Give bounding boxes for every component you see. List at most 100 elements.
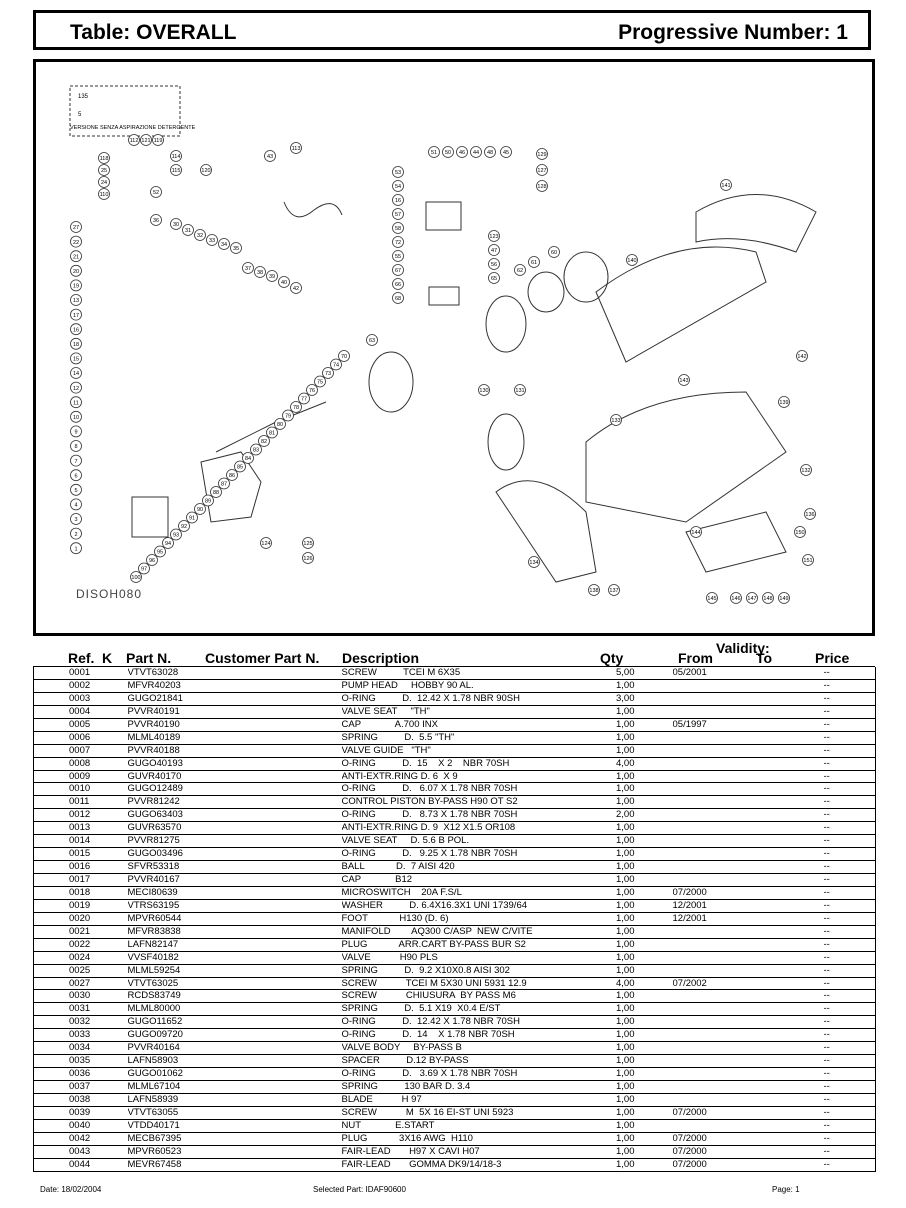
- manifold-shape: [131, 496, 169, 538]
- callout-number: 144: [691, 530, 700, 536]
- callout-balloon: [154, 545, 166, 558]
- cell-ref: 0011: [33, 795, 128, 810]
- callout-balloon: [266, 426, 278, 439]
- cell-ref: 0020: [33, 912, 128, 926]
- cell-qty: 5,00: [607, 667, 673, 680]
- callout-number: 140: [627, 258, 636, 264]
- callout-number: 130: [479, 388, 488, 394]
- cell-part-number: MPVR60523: [127, 1145, 342, 1159]
- callout-balloon: [366, 334, 378, 346]
- cell-ref: 0015: [33, 847, 128, 862]
- callout-number: 30: [173, 222, 179, 228]
- callout-number: 115: [172, 168, 181, 174]
- cell-from: 07/2000: [672, 886, 753, 900]
- cell-price: --: [823, 757, 876, 771]
- inset-box: [69, 85, 181, 137]
- callout-balloon: [488, 230, 500, 242]
- cell-to: [752, 899, 824, 913]
- callout-balloon: [218, 477, 230, 490]
- cell-from: [672, 795, 753, 810]
- callout-number: 27: [73, 225, 79, 231]
- callout-balloon: [470, 146, 482, 158]
- callout-number: 84: [245, 456, 251, 462]
- callout-balloon: [690, 526, 702, 538]
- cell-from: [672, 1054, 753, 1069]
- callout-balloon: [186, 511, 198, 524]
- cell-qty: 1,00: [607, 925, 673, 939]
- cell-to: [752, 1041, 824, 1056]
- cell-description: FOOT H130 (D. 6): [341, 912, 608, 926]
- cell-price: --: [823, 1080, 876, 1094]
- cell-description: O-RING D. 15 X 2 NBR 70SH: [341, 757, 608, 771]
- cell-to: [752, 1145, 824, 1159]
- callout-balloon: [392, 250, 404, 262]
- callout-balloon: [330, 358, 342, 371]
- callout-balloon: [322, 367, 334, 379]
- callout-number: 8: [74, 444, 77, 450]
- cell-description: SCREW TCEI M 6X35: [341, 667, 608, 680]
- cell-from: [672, 1002, 753, 1017]
- cell-description: PUMP HEAD HOBBY 90 AL.: [341, 679, 608, 693]
- callout-balloon: [442, 146, 454, 158]
- cell-from: 12/2001: [672, 912, 753, 926]
- cell-ref: 0027: [33, 977, 128, 991]
- callout-balloon: [804, 508, 816, 520]
- callout-balloon: [70, 410, 82, 423]
- cell-description: FAIR-LEAD GOMMA DK9/14/18-3: [341, 1158, 608, 1172]
- callout-number: 35: [233, 246, 239, 252]
- callout-balloon: [210, 486, 222, 498]
- cell-from: 05/1997: [672, 718, 753, 732]
- callout-number: 75: [317, 380, 323, 386]
- cell-to: [752, 1080, 824, 1094]
- callout-balloon: [98, 152, 110, 164]
- callout-balloon: [70, 352, 82, 365]
- cell-description: MICROSWITCH 20A F.S/L: [341, 886, 608, 900]
- cell-price: --: [823, 1041, 876, 1056]
- callout-number: 119: [154, 138, 163, 144]
- cell-from: [672, 757, 753, 771]
- cell-price: --: [823, 989, 876, 1004]
- callout-number: 1: [74, 546, 77, 552]
- callout-balloon: [170, 150, 182, 162]
- callout-balloon: [298, 392, 310, 405]
- cell-ref: 0030: [33, 989, 128, 1004]
- table-title: Table: OVERALL: [70, 21, 237, 44]
- cell-to: [752, 679, 824, 693]
- cell-qty: 1,00: [607, 899, 673, 913]
- callout-balloon: [162, 537, 174, 549]
- cell-to: [752, 667, 824, 680]
- callout-balloon: [254, 266, 266, 278]
- callout-number: 48: [487, 150, 493, 156]
- callout-number: 147: [747, 596, 756, 602]
- footer-page: Page: 1: [772, 1185, 800, 1194]
- col-from: From: [678, 650, 713, 666]
- callout-balloon: [138, 562, 150, 575]
- callout-balloon: [282, 409, 294, 422]
- cell-part-number: MPVR60544: [127, 912, 342, 926]
- exploded-drawing-svg: 2722212019131716181514121110987654321118…: [69, 85, 817, 604]
- callout-balloon: [278, 276, 290, 288]
- cell-to: [752, 951, 824, 965]
- callout-balloon: [146, 554, 158, 566]
- callout-balloon: [478, 384, 490, 396]
- cell-qty: 1,00: [607, 964, 673, 978]
- callout-balloon: [536, 164, 548, 176]
- callout-balloon: [202, 494, 214, 507]
- callout-number: 126: [303, 556, 312, 562]
- cell-qty: 1,00: [607, 938, 673, 952]
- cell-part-number: LAFN82147: [127, 938, 342, 952]
- callout-balloon: [70, 337, 82, 350]
- cell-price: --: [823, 951, 876, 965]
- cell-to: [752, 847, 824, 862]
- cell-part-number: LAFN58903: [127, 1054, 342, 1069]
- callout-number: 70: [341, 354, 347, 360]
